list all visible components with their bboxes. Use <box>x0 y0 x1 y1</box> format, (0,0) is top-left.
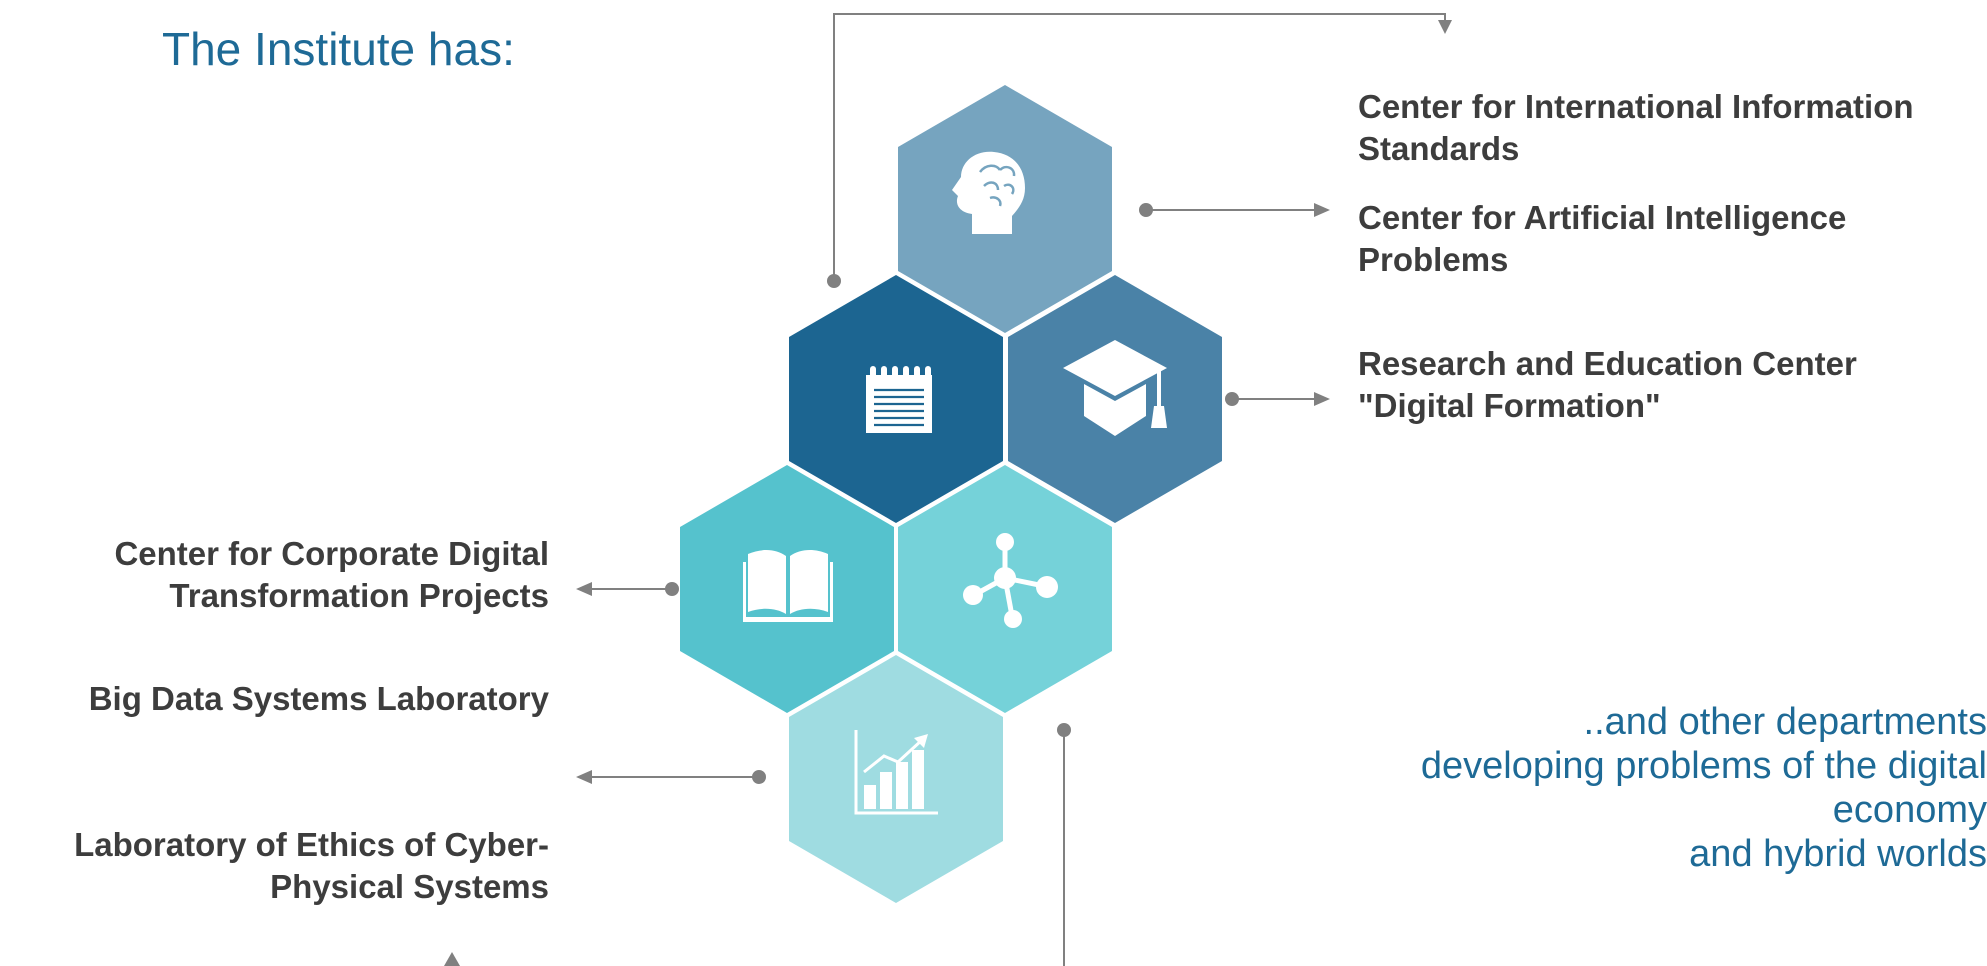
graduation-cap-icon <box>1063 340 1167 436</box>
note-line: and hybrid worlds <box>1689 833 1987 875</box>
note-line: ..and other departments <box>1583 701 1987 743</box>
dept-artificial-intelligence: Center for Artificial Intelligence Probl… <box>1358 197 1846 281</box>
dept-line: Laboratory of Ethics of Cyber- <box>74 826 549 863</box>
dept-line: Big Data Systems Laboratory <box>88 680 549 717</box>
connector-standards <box>833 13 1446 281</box>
note-line: economy <box>1832 789 1987 831</box>
dept-digital-formation: Research and Education Center "Digital F… <box>1358 343 1857 427</box>
dept-line: Research and Education Center <box>1358 345 1857 382</box>
dept-line: Transformation Projects <box>169 577 549 614</box>
note-line: developing problems of the digital <box>1420 745 1987 787</box>
dept-line: Center for Artificial Intelligence <box>1358 199 1847 236</box>
network-nodes-icon <box>963 533 1058 628</box>
arrow-up-icon <box>444 952 460 966</box>
dept-big-data: Big Data Systems Laboratory <box>89 678 549 720</box>
growth-chart-icon <box>854 730 938 815</box>
connectors <box>444 13 1452 966</box>
dept-line: "Digital Formation" <box>1358 387 1661 424</box>
dept-corporate-digital: Center for Corporate Digital Transformat… <box>114 533 549 617</box>
dept-line: Problems <box>1358 241 1509 278</box>
dept-international-standards: Center for International Information Sta… <box>1358 86 1914 170</box>
dept-line: Physical Systems <box>270 868 549 905</box>
other-departments-note: ..and other departments developing probl… <box>1290 700 1987 876</box>
hex-graduation <box>1008 275 1222 523</box>
open-book-icon <box>743 550 833 622</box>
dept-ethics-cps: Laboratory of Ethics of Cyber- Physical … <box>74 824 549 908</box>
dept-line: Center for International Information <box>1358 88 1914 125</box>
brain-head-icon <box>952 151 1025 234</box>
hex-book <box>680 465 894 713</box>
dept-line: Center for Corporate Digital <box>114 535 549 572</box>
notepad-icon <box>866 366 932 433</box>
page-heading: The Institute has: <box>162 23 515 75</box>
dept-line: Standards <box>1358 130 1520 167</box>
